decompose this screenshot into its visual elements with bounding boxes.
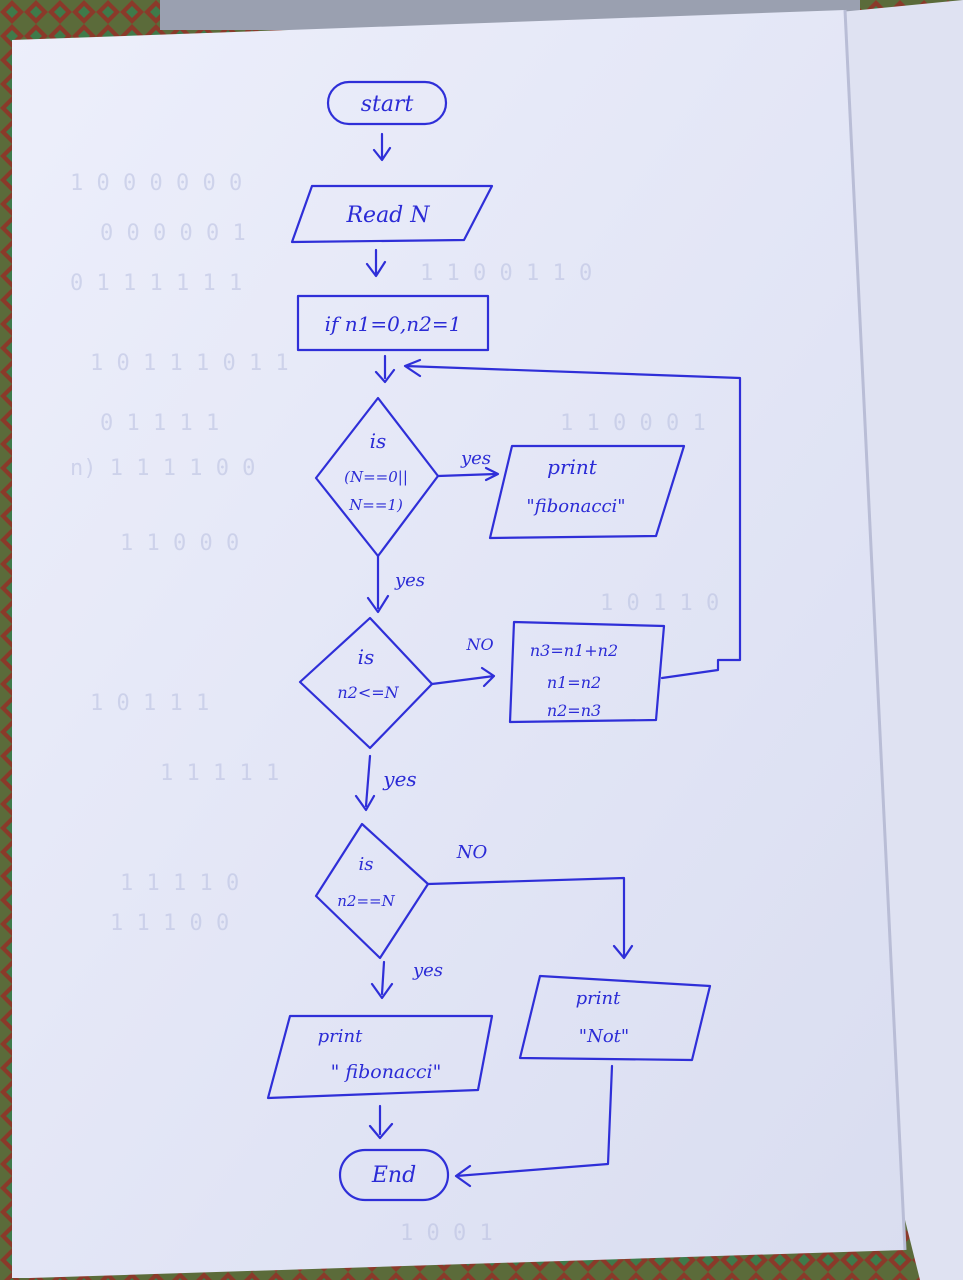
decision1-line3: N==1): [348, 496, 403, 514]
decision1-line1: is: [370, 429, 387, 453]
print2-line2: " fibonacci": [331, 1061, 442, 1083]
compute-line2: n1=n2: [547, 673, 601, 692]
svg-text:1 0 1 1 0: 1 0 1 1 0: [600, 591, 719, 616]
print3-line2: "Not": [579, 1026, 629, 1047]
init-label: if n1=0,n2=1: [325, 312, 462, 336]
print2-line1: print: [318, 1026, 363, 1047]
decision2-line1: is: [358, 645, 375, 669]
svg-text:0 0 0 0 0 1: 0 0 0 0 0 1: [100, 221, 246, 246]
read-label: Read N: [345, 203, 430, 228]
arrow-decision1-decision2: [366, 554, 390, 614]
yes1-label: yes: [460, 448, 491, 469]
yes2-label: yes: [394, 570, 425, 591]
start-label: start: [361, 92, 414, 117]
svg-text:1 1 0 0 0 1: 1 1 0 0 0 1: [560, 411, 706, 436]
decision3-line2: n2==N: [337, 892, 395, 910]
decision3-diamond: [314, 822, 430, 960]
end-terminal: [338, 1148, 450, 1202]
page-edge: [843, 9, 907, 1251]
start-terminal: [326, 80, 448, 126]
svg-text:1 1 0 0 0: 1 1 0 0 0: [120, 531, 239, 556]
arrow-print2-end: [368, 1104, 394, 1140]
print1-line1: print: [547, 455, 598, 479]
init-process-box: [296, 294, 490, 352]
compute-line1: n3=n1+n2: [530, 641, 618, 660]
arrow-read-init: [365, 248, 387, 278]
yes4-label: yes: [412, 960, 443, 981]
decision3-line1: is: [359, 854, 374, 875]
arrow-start-read: [372, 132, 392, 162]
print1-line2: "fibonacci": [526, 496, 625, 517]
decision2-line2: n2<=N: [337, 683, 399, 702]
print1-output-shape: [488, 444, 686, 540]
svg-text:0 1 1 1 1 1 1: 0 1 1 1 1 1 1: [70, 271, 242, 296]
svg-text:1 1 1 1 1: 1 1 1 1 1: [160, 761, 279, 786]
compute-process-box: [508, 620, 666, 724]
print3-output-shape: [518, 974, 712, 1062]
svg-text:1 1 1 1 0: 1 1 1 1 0: [120, 871, 239, 896]
arrow-decision3-print3: [426, 876, 634, 960]
svg-text:1 0 1 1 1: 1 0 1 1 1: [90, 691, 209, 716]
arrow-decision2-decision3: [354, 754, 376, 812]
decision1-line2: (N==0||: [344, 468, 408, 486]
no2-label: NO: [465, 635, 493, 654]
decision2-diamond: [298, 616, 434, 750]
svg-text:1 0 1 1 1 0 1 1: 1 0 1 1 1 0 1 1: [90, 351, 289, 376]
svg-text:1 0 0 0 0 0 0: 1 0 0 0 0 0 0: [70, 171, 242, 196]
compute-line3: n2=n3: [547, 701, 601, 720]
arrow-print3-end: [454, 1064, 614, 1188]
svg-text:1 1 1 0 0: 1 1 1 0 0: [110, 911, 229, 936]
notebook-right-page: [840, 0, 963, 1280]
print2-output-shape: [266, 1014, 494, 1100]
read-input-shape: [290, 184, 494, 244]
print3-line1: print: [576, 988, 621, 1009]
svg-text:1 0 0 1: 1 0 0 1: [400, 1221, 493, 1246]
notebook-page: [12, 10, 905, 1278]
arrow-decision1-print1: [436, 466, 500, 482]
svg-text:n) 1 1 1 1 0 0: n) 1 1 1 1 0 0: [70, 456, 255, 481]
arrow-decision3-print2: [370, 960, 394, 1000]
no3-label: NO: [456, 842, 488, 863]
arrow-decision2-compute: [430, 666, 496, 688]
end-label: End: [371, 1163, 416, 1188]
loop-back-arrow: [403, 358, 742, 680]
svg-text:1 1 0 0 1 1 0: 1 1 0 0 1 1 0: [420, 261, 592, 286]
show-through-marks: 1 0 0 0 0 0 0 0 0 0 0 0 1 0 1 1 1 1 1 1 …: [70, 171, 719, 1246]
arrow-init-decision1: [374, 354, 396, 384]
yes3-label: yes: [382, 767, 416, 791]
svg-text:0 1 1 1 1: 0 1 1 1 1: [100, 411, 219, 436]
